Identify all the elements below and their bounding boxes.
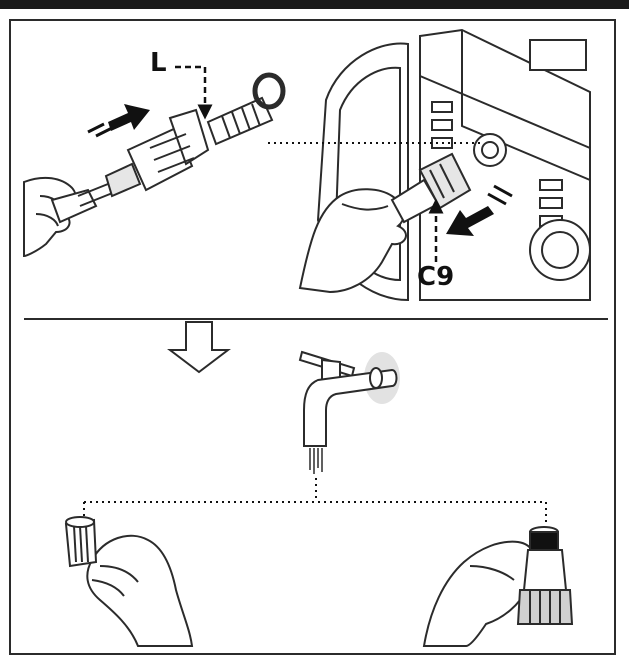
next-step-hollow-arrow-icon bbox=[167, 321, 231, 374]
filter-pointer-line bbox=[175, 65, 213, 120]
water-tap-icon bbox=[298, 350, 400, 447]
washer-ring-icon bbox=[252, 72, 286, 110]
branch-dotted-line bbox=[83, 478, 547, 524]
connector-body-icon bbox=[50, 108, 210, 224]
insert-direction-arrow-icon bbox=[87, 104, 150, 138]
filter-cylinder-icon bbox=[64, 516, 98, 568]
filter-label: L bbox=[150, 48, 167, 78]
section-divider bbox=[24, 318, 608, 320]
top-border-bar bbox=[0, 0, 629, 9]
water-stream-icon bbox=[309, 448, 323, 474]
connector-check-icon bbox=[516, 526, 574, 625]
remove-direction-arrow-icon bbox=[446, 184, 513, 236]
hand-bottom-left-icon bbox=[86, 534, 194, 647]
filter-insert-icon bbox=[206, 96, 274, 146]
connector-label: C9 bbox=[417, 262, 455, 292]
connector-c9-icon bbox=[390, 152, 472, 224]
